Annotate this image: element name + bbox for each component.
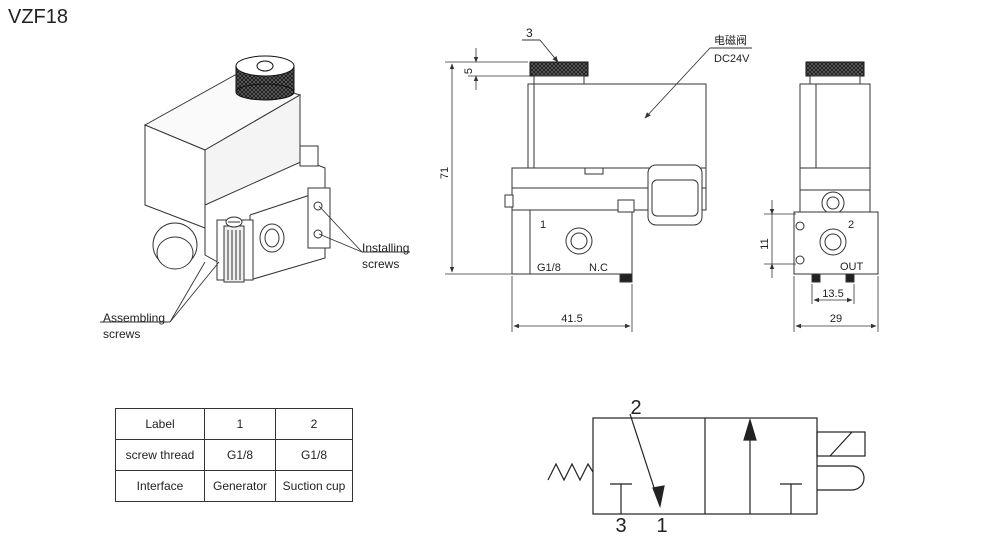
table-cell: Suction cup [275, 470, 353, 502]
isometric-view [143, 55, 331, 283]
front-view [504, 61, 707, 283]
table-cell: Generator [204, 470, 276, 502]
dim-width-front: 41.5 [561, 313, 582, 325]
table-header-cell: 1 [204, 408, 276, 440]
side-port-2: 2 [848, 219, 854, 231]
front-dimensions [445, 48, 633, 332]
knurled-knob-side [805, 61, 865, 77]
front-callouts [522, 39, 752, 119]
page-title: VZF18 [8, 6, 69, 28]
symbol-port-2: 2 [630, 397, 641, 419]
dim-11: 11 [759, 238, 771, 249]
coil-label: 电磁阀 [714, 33, 747, 47]
knurled-knob-front [529, 61, 589, 77]
knurled-knob-iso [235, 55, 295, 101]
table-row: Interface Generator Suction cup [115, 470, 353, 502]
installing-label-l2: screws [362, 257, 399, 271]
symbol-port-1: 1 [656, 515, 667, 537]
table-row: screw thread G1/8 G1/8 [115, 439, 353, 471]
spec-table: Label 1 2 screw thread G1/8 G1/8 Interfa… [115, 408, 353, 502]
valve-symbol [547, 413, 866, 515]
front-thread-label: G1/8 [537, 262, 561, 274]
side-port-out: OUT [840, 261, 864, 273]
item-callout-3: 3 [526, 26, 533, 40]
side-dimensions [764, 200, 879, 332]
assembling-label-l1: Assembling [103, 311, 165, 325]
dim-13-5: 13.5 [822, 288, 843, 300]
table-cell: Interface [115, 470, 205, 502]
dim-height: 71 [439, 167, 451, 179]
iso-callouts [100, 205, 410, 323]
dim-top: 5 [463, 68, 475, 74]
symbol-port-3: 3 [615, 515, 626, 537]
table-header-cell: Label [115, 408, 205, 440]
coil-voltage: DC24V [714, 53, 750, 65]
table-cell: G1/8 [275, 439, 353, 471]
table-row: Label 1 2 [115, 408, 353, 440]
dim-29: 29 [830, 313, 842, 325]
installing-label-l1: Installing [362, 241, 409, 255]
table-cell: screw thread [115, 439, 205, 471]
table-header-cell: 2 [275, 408, 353, 440]
front-port-1: 1 [540, 219, 546, 231]
side-view [793, 61, 879, 283]
assembling-label-l2: screws [103, 327, 140, 341]
table-cell: G1/8 [204, 439, 276, 471]
front-state-label: N.C [589, 262, 608, 274]
